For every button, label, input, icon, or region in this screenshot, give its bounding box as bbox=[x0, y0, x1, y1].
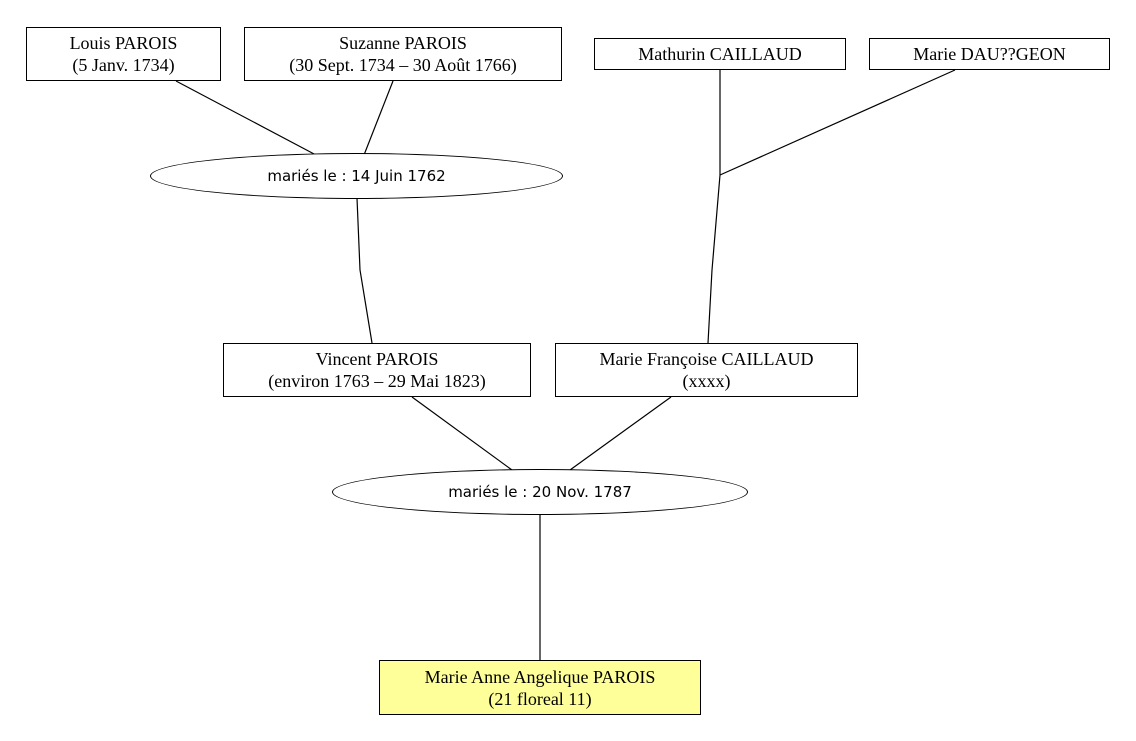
link-vincent-m1787 bbox=[411, 396, 513, 471]
person-box-vincent-parois[interactable]: Vincent PAROIS (environ 1763 – 29 Mai 18… bbox=[223, 343, 531, 397]
person-name: Marie Anne Angelique PAROIS bbox=[424, 666, 656, 687]
marriage-oval-1787[interactable]: mariés le : 20 Nov. 1787 bbox=[332, 469, 748, 515]
person-name: Suzanne PAROIS bbox=[339, 33, 467, 53]
marriage-oval-1762[interactable]: mariés le : 14 Juin 1762 bbox=[150, 153, 563, 199]
link-mariedau-junction bbox=[719, 69, 956, 176]
link-junction-mariefrancoise bbox=[707, 174, 721, 344]
person-name: Louis PAROIS bbox=[69, 33, 178, 53]
person-box-marie-anne-angelique-parois[interactable]: Marie Anne Angelique PAROIS (21 floreal … bbox=[379, 660, 701, 715]
link-suzanne-m1762 bbox=[363, 80, 394, 156]
link-louis-m1762 bbox=[175, 80, 317, 156]
person-box-marie-francoise-caillaud[interactable]: Marie Françoise CAILLAUD (xxxx) bbox=[555, 343, 858, 397]
marriage-label: mariés le : 20 Nov. 1787 bbox=[448, 483, 632, 501]
person-box-marie-dau-geon[interactable]: Marie DAU??GEON bbox=[869, 38, 1110, 70]
person-name: Marie Françoise CAILLAUD bbox=[599, 349, 814, 369]
link-mariefrancoise-m1787 bbox=[569, 396, 672, 471]
person-dates: (30 Sept. 1734 – 30 Août 1766) bbox=[289, 55, 517, 75]
person-dates: (environ 1763 – 29 Mai 1823) bbox=[268, 371, 486, 391]
person-dates: (5 Janv. 1734) bbox=[72, 55, 175, 75]
person-dates: (xxxx) bbox=[682, 371, 731, 391]
person-box-suzanne-parois[interactable]: Suzanne PAROIS (30 Sept. 1734 – 30 Août … bbox=[244, 27, 562, 81]
marriage-label: mariés le : 14 Juin 1762 bbox=[267, 167, 446, 185]
person-name: Mathurin CAILLAUD bbox=[638, 44, 802, 64]
person-box-mathurin-caillaud[interactable]: Mathurin CAILLAUD bbox=[594, 38, 846, 70]
person-dates: (21 floreal 11) bbox=[488, 688, 592, 709]
person-name: Marie DAU??GEON bbox=[913, 44, 1066, 64]
link-m1762-vincent bbox=[356, 197, 373, 344]
person-name: Vincent PAROIS bbox=[315, 349, 439, 369]
person-box-louis-parois[interactable]: Louis PAROIS (5 Janv. 1734) bbox=[26, 27, 221, 81]
